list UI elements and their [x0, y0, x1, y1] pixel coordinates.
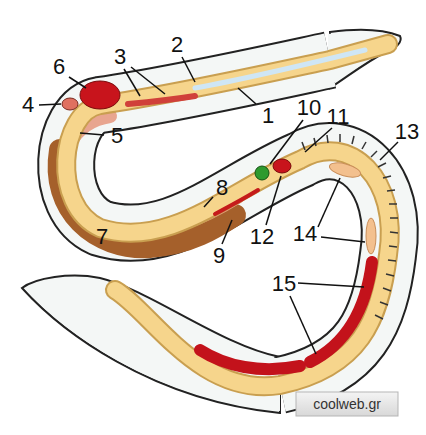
callout-number: 15	[272, 273, 296, 295]
watermark-box	[296, 392, 398, 416]
callout-number: 7	[96, 226, 108, 248]
callout-number: 1	[262, 105, 274, 127]
callout-number: 4	[22, 94, 34, 116]
callout-number: 12	[250, 226, 274, 248]
nerve-band	[128, 96, 195, 104]
callout-number: 14	[293, 223, 317, 245]
small-blob	[62, 98, 78, 110]
red-organ	[200, 350, 300, 369]
callout-number: 11	[327, 106, 350, 128]
callout-number: 10	[297, 97, 321, 119]
callout-number: 8	[216, 177, 228, 199]
pharynx-lining	[195, 50, 365, 88]
callout-number: 6	[53, 56, 65, 78]
callout-number: 5	[111, 125, 123, 147]
callout-number: 2	[171, 34, 183, 56]
red-blob	[80, 81, 120, 109]
leader-lines	[39, 57, 398, 354]
peach-organ	[328, 160, 362, 180]
callout-number: 13	[395, 121, 419, 143]
callout-number: 9	[213, 245, 225, 267]
green-organ	[255, 166, 269, 180]
watermark: coolweb.gr	[313, 397, 381, 411]
red-organ	[310, 262, 372, 362]
gut-outline	[66, 44, 390, 386]
peach-organ	[366, 218, 376, 254]
gut	[66, 44, 390, 386]
callout-number: 3	[114, 46, 126, 68]
red-oval	[273, 159, 291, 173]
